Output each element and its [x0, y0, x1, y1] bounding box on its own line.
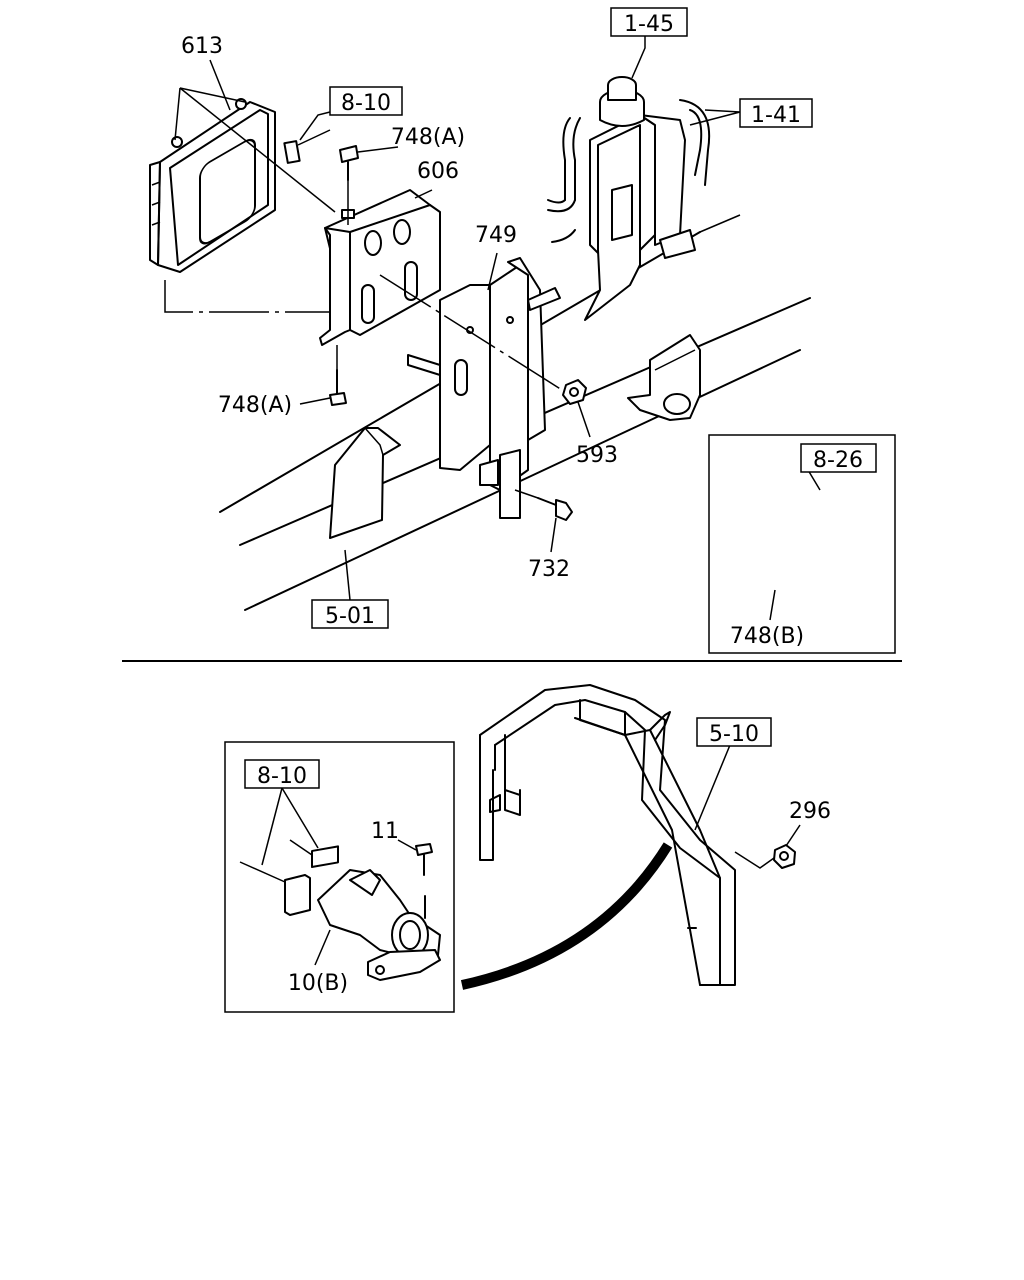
fuel-filter-assembly — [547, 76, 711, 321]
ecu-module — [149, 98, 276, 273]
callout-box-8-10-bottom — [244, 759, 320, 789]
frame-cross-mount — [627, 334, 701, 421]
callout-5-01: 5-01 — [325, 604, 375, 629]
part-label-593: 593 — [576, 443, 618, 468]
part-label-748a-top: 748(A) — [391, 125, 465, 150]
callout-box-1-41 — [739, 98, 813, 128]
part-label-11: 11 — [371, 819, 399, 844]
part-label-296: 296 — [789, 799, 831, 824]
part-label-606: 606 — [417, 159, 459, 184]
callout-1-41: 1-41 — [751, 103, 801, 128]
mount-strap — [460, 842, 673, 990]
frame-gusset — [329, 427, 401, 539]
part-label-748a-bottom: 748(A) — [218, 393, 292, 418]
callout-box-5-01 — [311, 599, 389, 629]
part-label-748b: 748(B) — [730, 624, 804, 649]
part-label-732: 732 — [528, 557, 570, 582]
nut-296 — [734, 844, 796, 869]
callout-8-10-top: 8-10 — [341, 91, 391, 116]
part-label-613: 613 — [181, 34, 223, 59]
nut-593 — [562, 379, 587, 405]
part-label-749: 749 — [475, 223, 517, 248]
bolt-11 — [415, 843, 433, 876]
mount-bracket-749 — [407, 257, 561, 519]
callout-8-26: 8-26 — [813, 448, 863, 473]
sensor-assembly — [239, 839, 441, 981]
cab-mount-frame — [479, 684, 736, 986]
callout-box-8-10-top — [329, 86, 403, 116]
bolt-748a-top — [339, 145, 359, 225]
callout-box-8-26 — [800, 443, 877, 473]
bolt-748a-bottom — [329, 345, 347, 406]
callout-1-45: 1-45 — [624, 12, 674, 37]
callout-box-1-45 — [610, 7, 688, 37]
ecu-bracket — [319, 189, 441, 346]
alignment-line — [379, 274, 571, 396]
callout-box-5-10 — [696, 717, 772, 747]
part-label-10b: 10(B) — [288, 971, 348, 996]
connector-plug-top — [283, 129, 331, 164]
leader-lines — [164, 36, 821, 966]
bolt-732 — [514, 489, 573, 521]
callout-5-10: 5-10 — [709, 722, 759, 747]
callout-8-10-bottom: 8-10 — [257, 764, 307, 789]
